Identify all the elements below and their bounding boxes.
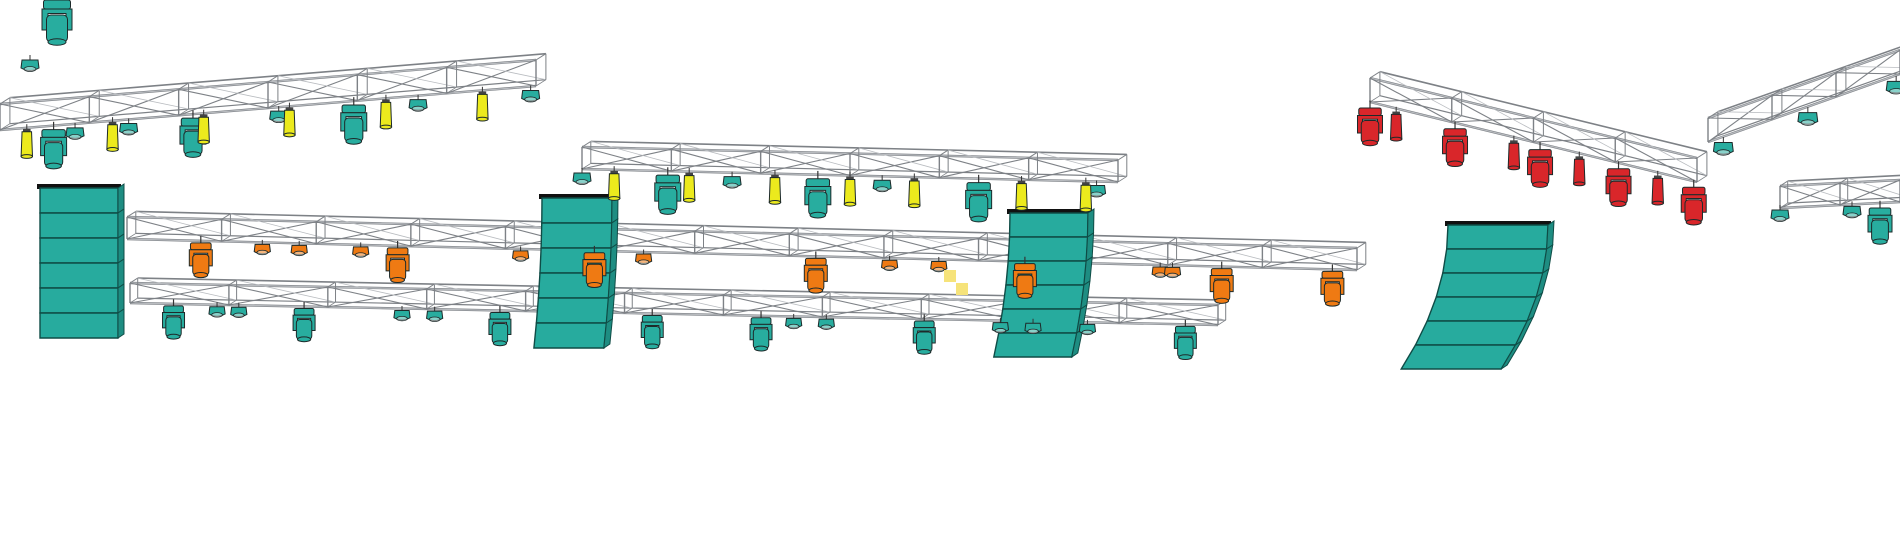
moving-head-red-5 [1680, 179, 1707, 226]
spot-center-upper-2 [722, 171, 742, 189]
par-center-upper-4 [843, 171, 857, 207]
moving-head-rear-1 [162, 299, 186, 340]
moving-head-orange-3 [582, 245, 607, 289]
moving-head-orange-1 [188, 235, 213, 279]
spot-rear-3 [393, 306, 411, 322]
moving-head-center-upper-1 [654, 167, 682, 215]
spot-far-right-upper-3 [1885, 75, 1900, 95]
truss-center-front [126, 210, 1367, 272]
spot-rear-2 [230, 302, 248, 318]
par-center-upper-3 [768, 170, 782, 205]
par-upper-left-2 [106, 117, 119, 152]
par-red-2 [1507, 135, 1521, 171]
line-array-center [533, 193, 619, 350]
moving-head-top-left [41, 0, 73, 46]
moving-head-orange-2 [385, 240, 410, 284]
par-red-3 [1573, 151, 1586, 187]
moving-head-rear-5 [749, 311, 773, 352]
spot-orange-4 [511, 246, 530, 262]
line-array-center-right [992, 208, 1095, 359]
moving-head-red-1 [1357, 100, 1383, 147]
spot-orange-5 [634, 249, 653, 265]
moving-head-orange-5 [1012, 256, 1037, 299]
par-red-1 [1389, 106, 1403, 142]
spot-rear-9 [1078, 319, 1097, 336]
moving-head-rear-7 [1173, 319, 1197, 361]
moving-head-red-2 [1442, 121, 1469, 168]
truss-right-red [1369, 70, 1708, 184]
spot-rear-7 [991, 318, 1010, 334]
spot-far-right-lower-2 [1842, 201, 1862, 219]
spot-center-upper-4 [1087, 180, 1107, 198]
par-red-4 [1651, 170, 1664, 206]
par-upper-left-3 [197, 109, 210, 145]
moving-head-rear-4 [640, 308, 664, 350]
spot-orange-2 [290, 240, 308, 257]
par-upper-left-6 [476, 86, 489, 122]
spot-rear-1 [208, 302, 226, 318]
moving-head-orange-6 [1209, 261, 1234, 304]
par-center-upper-1 [607, 166, 621, 201]
spot-orange-9 [1163, 262, 1182, 279]
moving-head-red-3 [1527, 142, 1554, 188]
par-center-upper-5 [908, 173, 921, 209]
moving-head-far-right [1867, 200, 1893, 245]
spot-far-right-lower-1 [1770, 205, 1790, 222]
spot-upper-left-5 [521, 85, 541, 103]
spot-orange-6 [880, 255, 899, 271]
par-upper-left-1 [20, 124, 34, 159]
moving-head-center-upper-3 [965, 174, 993, 223]
spot-upper-left-2 [119, 118, 139, 136]
spot-far-right-upper-2 [1797, 107, 1819, 126]
spot-top-left [20, 55, 40, 72]
spot-rear-8 [1024, 318, 1042, 335]
spot-rear-5 [785, 313, 803, 330]
spot-rear-4 [426, 306, 444, 322]
spot-rear-6 [817, 314, 835, 330]
spot-center-upper-3 [872, 175, 892, 193]
truss-upper-left [0, 52, 547, 132]
line-array-right [1399, 220, 1555, 370]
par-center-upper-2 [682, 168, 696, 203]
truss-far-right-lower [1779, 174, 1900, 210]
moving-head-center-upper-2 [804, 170, 832, 219]
spot-far-right-upper-1 [1712, 137, 1734, 156]
spot-upper-left-4 [408, 94, 428, 112]
highlight-marker-1 [944, 270, 956, 282]
moving-head-orange-4 [803, 251, 828, 294]
line-array-left [37, 183, 125, 339]
moving-head-upper-left-1 [40, 121, 68, 170]
par-upper-left-5 [379, 94, 393, 130]
moving-head-orange-7 [1320, 264, 1345, 307]
spot-upper-left-1 [65, 122, 85, 140]
fixture-layer [20, 0, 1900, 361]
spot-orange-7 [930, 256, 948, 273]
moving-head-red-4 [1605, 161, 1632, 208]
truss-far-right-upper [1707, 46, 1900, 144]
moving-head-upper-left-3 [340, 97, 368, 145]
moving-head-rear-6 [912, 314, 936, 355]
speaker-layer [37, 183, 1555, 370]
moving-head-rear-2 [292, 301, 316, 343]
spot-orange-3 [352, 242, 370, 258]
moving-head-rear-3 [488, 305, 512, 347]
par-upper-left-4 [283, 102, 296, 138]
par-center-upper-7 [1079, 177, 1093, 213]
highlight-marker-2 [956, 283, 968, 295]
par-center-upper-6 [1015, 176, 1028, 211]
spot-orange-1 [253, 239, 271, 256]
spot-center-upper-1 [572, 168, 592, 185]
